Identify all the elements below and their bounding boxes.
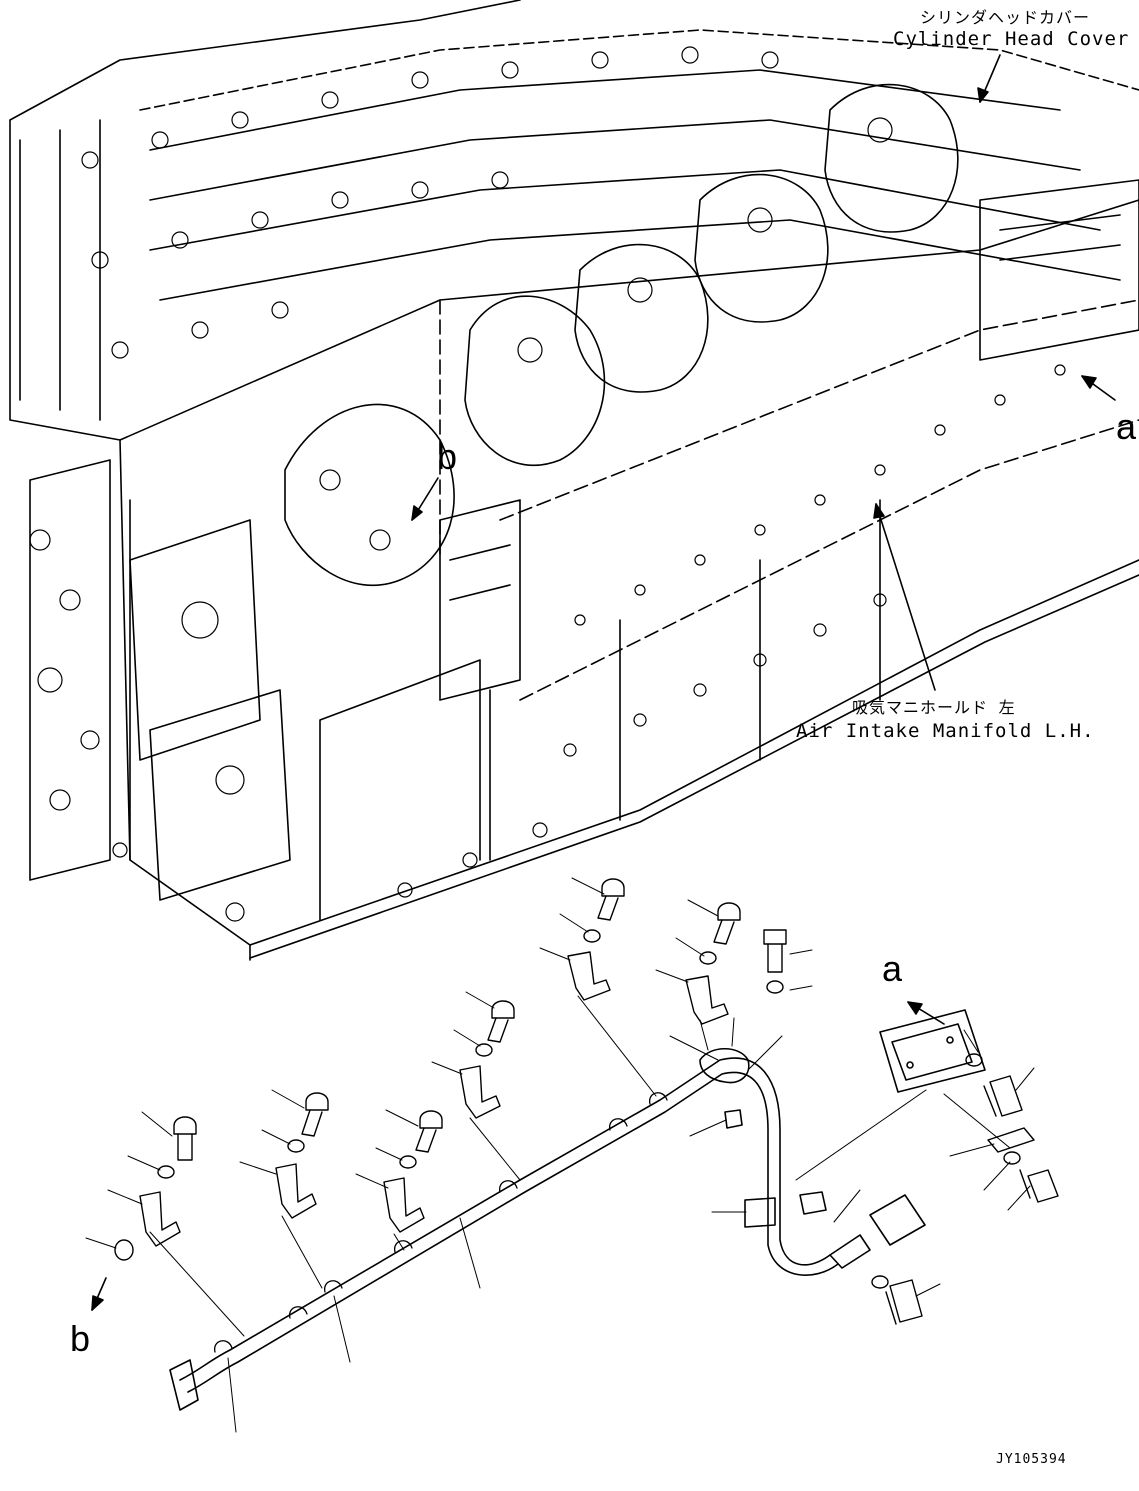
bolt bbox=[885, 1279, 923, 1325]
bolt bbox=[1019, 1169, 1059, 1203]
air-intake-manifold-label-en: Air Intake Manifold L.H. bbox=[796, 720, 1095, 742]
bolt bbox=[597, 878, 625, 921]
bolt bbox=[301, 1092, 329, 1137]
bolt bbox=[173, 1116, 197, 1161]
drawing-number: JY105394 bbox=[996, 1452, 1067, 1467]
cylinder-head-cover-label-jp: シリンダヘッドカバー bbox=[920, 8, 1091, 27]
wiring-harness bbox=[169, 1009, 986, 1411]
reference-a-engine: a bbox=[1116, 406, 1137, 447]
label-leaders bbox=[91, 54, 1116, 1311]
reference-b-harness: b bbox=[70, 1318, 91, 1359]
bolt bbox=[713, 902, 741, 945]
reference-b-engine: b bbox=[437, 436, 458, 477]
bolt bbox=[763, 929, 787, 973]
cylinder-head-cover-label-en: Cylinder Head Cover bbox=[893, 28, 1130, 50]
bolt bbox=[487, 1000, 515, 1043]
reference-a-harness: a bbox=[882, 948, 903, 989]
engine-block bbox=[9, 0, 1139, 961]
fasteners bbox=[114, 878, 1059, 1325]
air-intake-manifold-label-jp: 吸気マニホールド 左 bbox=[852, 698, 1016, 717]
part-callouts bbox=[85, 877, 1035, 1433]
bolt bbox=[415, 1110, 443, 1153]
bolt bbox=[983, 1075, 1023, 1117]
